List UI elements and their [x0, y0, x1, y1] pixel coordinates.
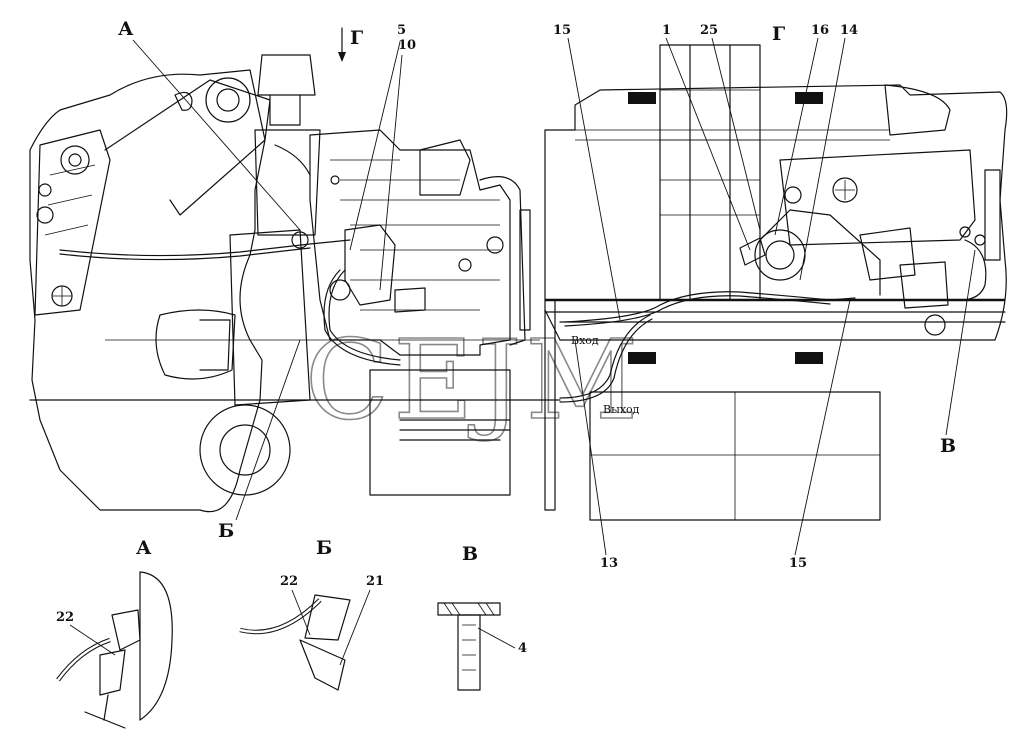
view-label-v: В — [940, 435, 956, 457]
callout-1: 1 — [662, 23, 671, 38]
callout-16: 16 — [811, 23, 829, 38]
callout-10: 10 — [398, 38, 416, 53]
detail-title-v: В — [462, 543, 478, 565]
callout-5: 5 — [397, 23, 406, 38]
view-label-b: Б — [218, 520, 234, 542]
view-label-g-right: Г — [772, 23, 785, 45]
callout-15-bottom: 15 — [789, 556, 807, 571]
callout-22-b: 22 — [280, 574, 298, 589]
port-label-inlet: Вход — [571, 334, 599, 347]
detail-title-a: А — [136, 537, 152, 559]
port-label-outlet: Выход — [603, 403, 640, 416]
detail-title-b: Б — [316, 537, 332, 559]
leader-22-a — [69, 624, 116, 656]
leader-lines — [132, 37, 976, 556]
engine-assembly — [29, 54, 561, 513]
detail-view-b — [239, 594, 351, 691]
callout-14: 14 — [840, 23, 858, 38]
detail-view-a — [56, 571, 173, 729]
callout-15-top: 15 — [553, 23, 571, 38]
callout-4: 4 — [518, 641, 527, 656]
callout-21: 21 — [366, 574, 384, 589]
view-label-a: А — [118, 18, 134, 40]
view-label-g: Г — [350, 27, 363, 49]
leader-4 — [477, 627, 516, 649]
watermark: CEJM — [305, 316, 642, 444]
callout-13: 13 — [600, 556, 618, 571]
view-g-arrow — [338, 27, 346, 62]
callout-22-a: 22 — [56, 610, 74, 625]
leader-22-b — [291, 589, 311, 636]
leader-21 — [339, 589, 371, 666]
callout-25: 25 — [700, 23, 718, 38]
chassis-assembly — [544, 44, 1008, 521]
detail-view-v — [437, 602, 501, 691]
